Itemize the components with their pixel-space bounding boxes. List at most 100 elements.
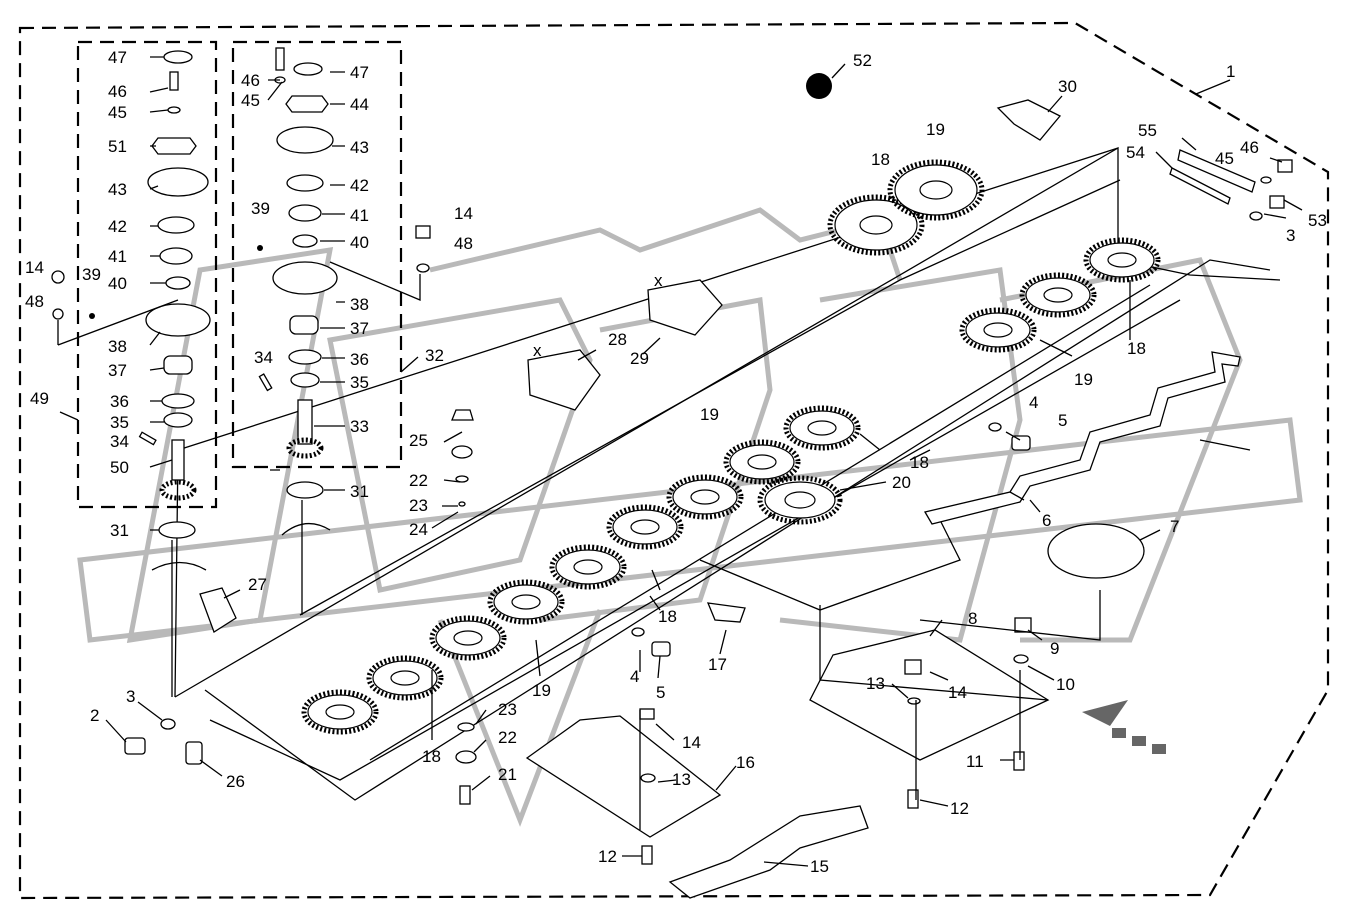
part-labels: 47 46 45 51 43 42 41 40 14 39 48 38 37 3…	[25, 48, 1327, 876]
label-11: 11	[966, 752, 984, 771]
gear	[1083, 237, 1161, 283]
gear	[301, 689, 379, 735]
part-15	[668, 805, 869, 899]
label-7: 7	[1170, 517, 1179, 536]
part-7	[1047, 523, 1145, 579]
label-43: 43	[350, 138, 369, 157]
label-19: 19	[700, 405, 719, 424]
label-19: 19	[926, 120, 945, 139]
gear	[487, 579, 565, 625]
label-53: 53	[1308, 211, 1327, 230]
gear	[666, 474, 744, 520]
label-38: 38	[108, 337, 127, 356]
misc-parts	[124, 73, 1293, 899]
stack-32	[257, 47, 338, 499]
label-41: 41	[108, 247, 127, 266]
gear	[429, 615, 507, 661]
label-46: 46	[241, 71, 260, 90]
label-48: 48	[454, 234, 473, 253]
part-6	[923, 351, 1241, 525]
label-30: 30	[1058, 77, 1077, 96]
label-32: 32	[425, 346, 444, 365]
gear	[606, 504, 684, 550]
label-20: 20	[892, 473, 911, 492]
label-45: 45	[1215, 149, 1234, 168]
label-50: 50	[110, 458, 129, 477]
part-55	[1177, 149, 1256, 193]
label-47: 47	[350, 63, 369, 82]
part-52-dot	[806, 73, 832, 99]
label-21: 21	[498, 765, 517, 784]
label-14: 14	[948, 683, 967, 702]
label-18: 18	[910, 453, 929, 472]
part-54	[1169, 167, 1231, 205]
label-3: 3	[126, 687, 135, 706]
mark-x-29: x	[654, 271, 663, 290]
label-34: 34	[254, 348, 273, 367]
label-45: 45	[108, 103, 127, 122]
label-22: 22	[409, 471, 428, 490]
kit-box-49	[76, 40, 218, 509]
label-14: 14	[454, 204, 473, 223]
label-31: 31	[350, 482, 369, 501]
label-52: 52	[853, 51, 872, 70]
label-39: 39	[82, 265, 101, 284]
label-28: 28	[608, 330, 627, 349]
kit-box-32	[231, 40, 403, 469]
gear	[783, 405, 861, 451]
gear	[723, 439, 801, 485]
label-38: 38	[350, 295, 369, 314]
label-35: 35	[350, 373, 369, 392]
gear	[757, 475, 843, 525]
label-44: 44	[350, 95, 369, 114]
part-28	[527, 349, 601, 411]
label-34: 34	[110, 432, 129, 451]
label-29: 29	[630, 349, 649, 368]
rotation-arrow-icon	[151, 561, 207, 571]
rotation-arrow-icon-2	[281, 523, 331, 536]
label-14: 14	[25, 258, 44, 277]
label-25: 25	[409, 431, 428, 450]
label-19: 19	[532, 681, 551, 700]
label-4: 4	[1029, 393, 1038, 412]
label-42: 42	[108, 217, 127, 236]
label-4: 4	[630, 667, 639, 686]
label-18: 18	[1127, 339, 1146, 358]
label-46: 46	[1240, 138, 1259, 157]
label-23: 23	[498, 700, 517, 719]
label-48: 48	[25, 292, 44, 311]
label-22: 22	[498, 728, 517, 747]
part-16	[525, 715, 722, 838]
part-30	[996, 99, 1062, 141]
label-10: 10	[1056, 675, 1075, 694]
gear	[827, 194, 925, 256]
label-33: 33	[350, 417, 369, 436]
label-46: 46	[108, 82, 127, 101]
label-42: 42	[350, 176, 369, 195]
part-8	[809, 629, 1050, 761]
gear	[366, 655, 444, 701]
label-18: 18	[658, 607, 677, 626]
label-3: 3	[1286, 226, 1295, 245]
label-9: 9	[1050, 639, 1059, 658]
label-23: 23	[409, 496, 428, 515]
label-26: 26	[226, 772, 245, 791]
gear	[1019, 272, 1097, 318]
label-19: 19	[1074, 370, 1093, 389]
leader-lines	[57, 56, 1303, 867]
label-37: 37	[350, 319, 369, 338]
part-27	[199, 587, 237, 633]
label-18: 18	[422, 747, 441, 766]
gear	[959, 307, 1037, 353]
label-43: 43	[108, 180, 127, 199]
gear-row	[301, 159, 1161, 735]
label-40: 40	[350, 233, 369, 252]
label-6: 6	[1042, 511, 1051, 530]
label-36: 36	[110, 392, 129, 411]
label-51: 51	[108, 137, 127, 156]
label-40: 40	[108, 274, 127, 293]
gear	[549, 544, 627, 590]
label-16: 16	[736, 753, 755, 772]
label-14: 14	[682, 733, 701, 752]
